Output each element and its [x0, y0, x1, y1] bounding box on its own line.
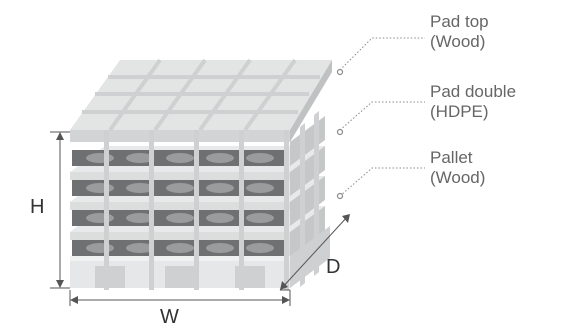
- straps: [104, 111, 319, 290]
- callout-dot: [336, 192, 344, 200]
- callout-pallet-line1: Pallet: [430, 148, 473, 167]
- callout-dot: [336, 128, 344, 136]
- callout-pad-top-line2: (Wood): [430, 32, 486, 51]
- callout-pad-double-line2: (HDPE): [430, 102, 489, 121]
- dimension-lines: [50, 131, 349, 306]
- callout-leaders: [339, 37, 425, 197]
- callout-pad-double-line1: Pad double: [430, 82, 517, 101]
- height-label: H: [30, 196, 45, 218]
- depth-dimension-line: [279, 215, 349, 291]
- pad-top: [70, 58, 332, 142]
- callout-pallet: Pallet (Wood): [430, 148, 485, 188]
- callout-pad-top-line1: Pad top: [430, 12, 489, 31]
- width-label: W: [160, 306, 179, 328]
- callout-dot: [336, 68, 344, 76]
- callout-pad-top: Pad top (Wood): [430, 12, 489, 52]
- callout-pallet-line2: (Wood): [430, 168, 486, 187]
- depth-label: D: [326, 256, 341, 278]
- callout-pad-double: Pad double (HDPE): [430, 82, 516, 122]
